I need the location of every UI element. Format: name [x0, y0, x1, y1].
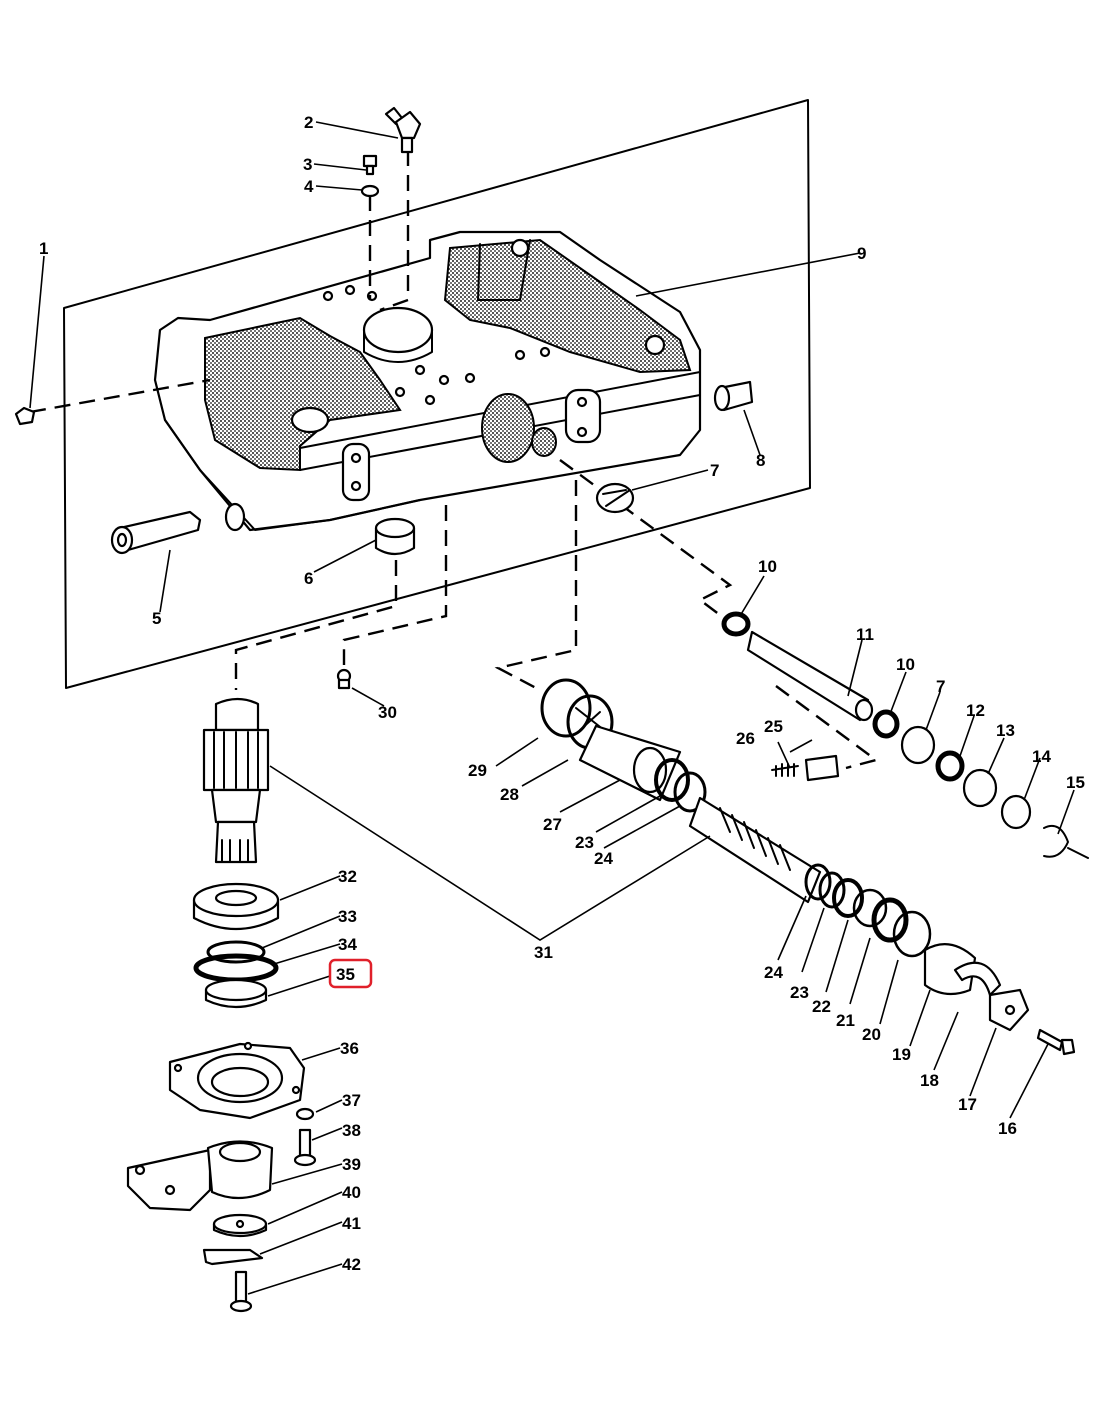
callout-42[interactable]: 42	[342, 1255, 361, 1274]
callout-34[interactable]: 34	[338, 935, 357, 954]
dashed-line-6	[234, 560, 398, 690]
callout-24a[interactable]: 24	[594, 849, 613, 868]
callout-25[interactable]: 25	[764, 717, 783, 736]
cover-36	[168, 1041, 306, 1120]
callout-29[interactable]: 29	[468, 761, 487, 780]
callout-37[interactable]: 37	[342, 1091, 361, 1110]
callout-39[interactable]: 39	[342, 1155, 361, 1174]
highlight-box-35	[328, 958, 373, 989]
dashed-line-1	[29, 378, 211, 414]
callout-15[interactable]: 15	[1066, 773, 1085, 792]
circlip-33	[206, 940, 266, 964]
washer-37	[295, 1107, 315, 1121]
callout-22[interactable]: 22	[812, 997, 831, 1016]
callout-38[interactable]: 38	[342, 1121, 361, 1140]
callout-32[interactable]: 32	[338, 867, 357, 886]
callout-7a[interactable]: 7	[710, 461, 719, 480]
leader-lines	[29, 121, 1075, 1295]
callout-19[interactable]: 19	[892, 1045, 911, 1064]
seal-housing-32	[192, 882, 280, 931]
pinion-shaft	[202, 697, 270, 864]
dashed-line-rack	[494, 480, 578, 692]
cup-plug	[374, 517, 416, 556]
callout-30[interactable]: 30	[378, 703, 397, 722]
rack-assembly	[540, 678, 1030, 1032]
callout-21[interactable]: 21	[836, 1011, 855, 1030]
callout-2[interactable]: 2	[304, 113, 313, 132]
lock-plate-41	[202, 1248, 264, 1266]
bush	[595, 482, 635, 514]
callout-4[interactable]: 4	[304, 177, 314, 196]
callout-28[interactable]: 28	[500, 785, 519, 804]
callout-24b[interactable]: 24	[764, 963, 783, 982]
callout-20[interactable]: 20	[862, 1025, 881, 1044]
callout-10a[interactable]: 10	[758, 557, 777, 576]
callout-17[interactable]: 17	[958, 1095, 977, 1114]
callout-33[interactable]: 33	[338, 907, 357, 926]
callout-6[interactable]: 6	[304, 569, 313, 588]
callout-labels: 1 2 3 4 5 6 7 8 9 10 11 10 7 12 13 14 15…	[39, 113, 1085, 1274]
callout-14[interactable]: 14	[1032, 747, 1051, 766]
steering-housing	[153, 230, 702, 532]
dashed-line-30	[342, 505, 448, 665]
o-ring-washer	[360, 184, 380, 198]
callout-3[interactable]: 3	[303, 155, 312, 174]
assembly-plane	[63, 99, 811, 689]
callout-1[interactable]: 1	[39, 239, 48, 258]
callout-16[interactable]: 16	[998, 1119, 1017, 1138]
callout-40[interactable]: 40	[342, 1183, 361, 1202]
washer-40	[212, 1213, 268, 1238]
bearing-35	[204, 978, 268, 1009]
callout-8[interactable]: 8	[756, 451, 765, 470]
callout-36[interactable]: 36	[340, 1039, 359, 1058]
callout-31[interactable]: 31	[534, 943, 553, 962]
callout-26[interactable]: 26	[736, 729, 755, 748]
pivot-pin	[110, 510, 202, 555]
dashed-line-shaft	[559, 459, 733, 616]
elbow-fitting	[384, 106, 422, 154]
grease-nipple	[336, 668, 352, 690]
callout-13[interactable]: 13	[996, 721, 1015, 740]
bush-8	[713, 380, 754, 412]
housing-bolt	[14, 406, 36, 426]
bleed-screw	[362, 154, 378, 176]
dashed-line-2	[379, 150, 410, 312]
oil-seal-34	[193, 953, 279, 983]
callout-41[interactable]: 41	[342, 1214, 361, 1233]
callout-35[interactable]: 35	[336, 965, 355, 984]
bolt-38	[293, 1128, 317, 1167]
callout-12[interactable]: 12	[966, 701, 985, 720]
drop-arm-39	[126, 1140, 274, 1212]
callout-9[interactable]: 9	[857, 244, 866, 263]
bolt-16	[1036, 1028, 1076, 1056]
callout-7b[interactable]: 7	[936, 677, 945, 696]
bolt-42	[229, 1270, 253, 1313]
callout-23b[interactable]: 23	[790, 983, 809, 1002]
callout-5[interactable]: 5	[152, 609, 161, 628]
shaft-assembly	[721, 611, 1089, 859]
callout-18[interactable]: 18	[920, 1071, 939, 1090]
callout-27[interactable]: 27	[543, 815, 562, 834]
callout-10b[interactable]: 10	[896, 655, 915, 674]
callout-23a[interactable]: 23	[575, 833, 594, 852]
callout-11[interactable]: 11	[856, 625, 874, 644]
